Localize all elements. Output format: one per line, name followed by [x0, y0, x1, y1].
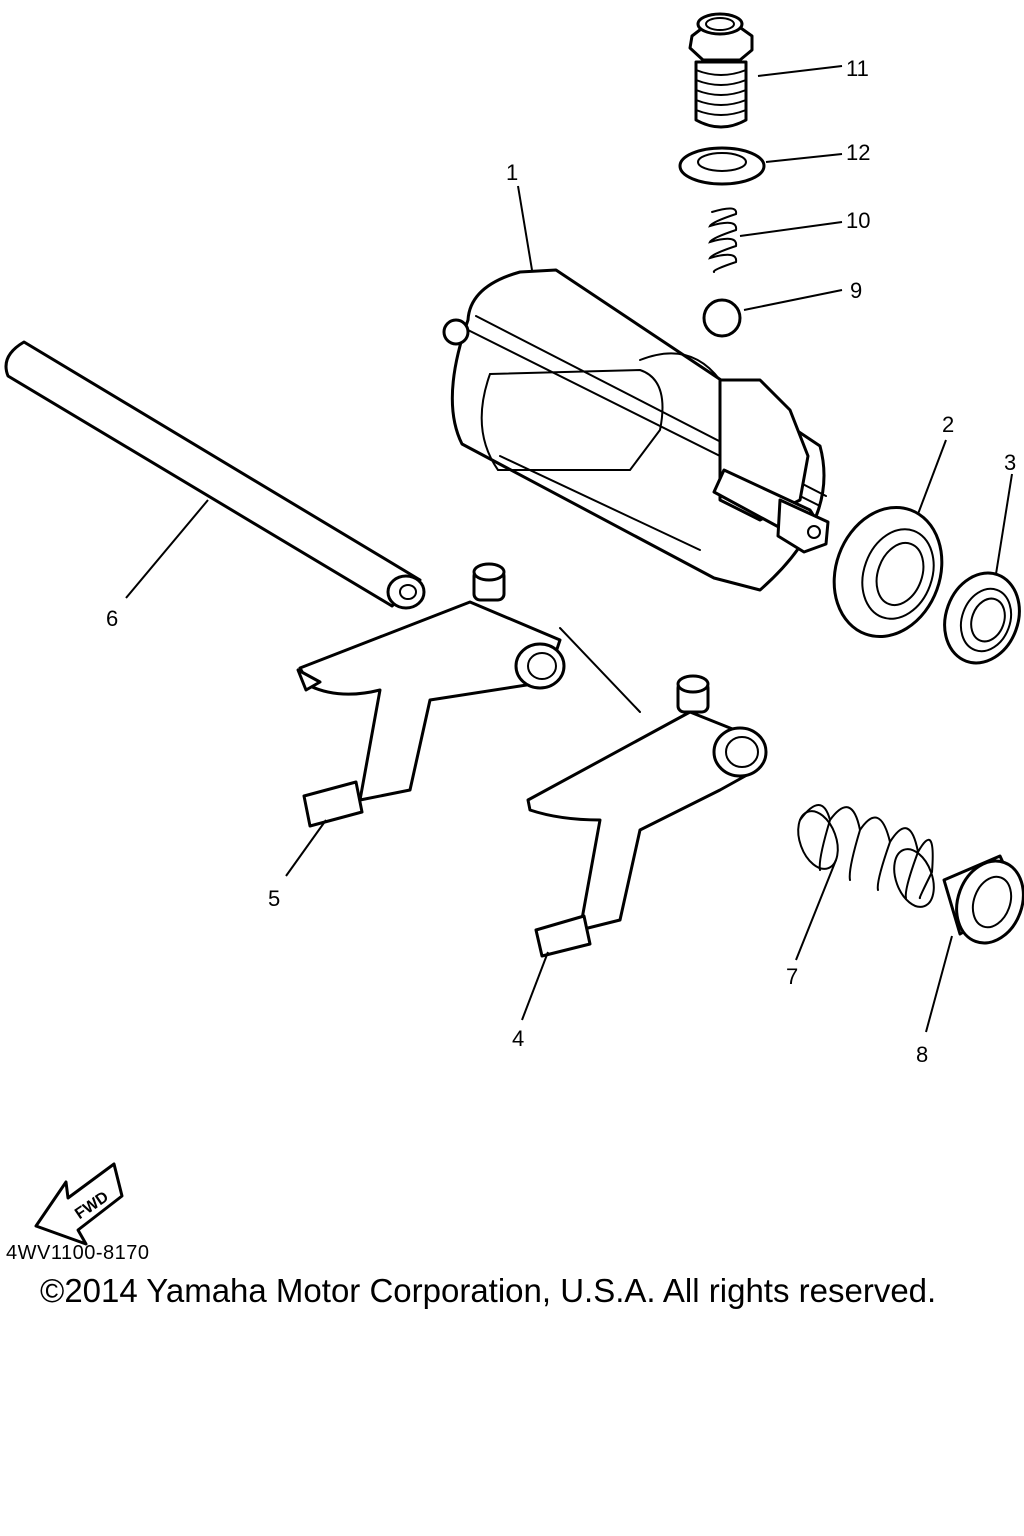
callout-6: 6: [106, 606, 118, 631]
callout-5: 5: [268, 886, 280, 911]
part-large-spring: [797, 804, 935, 908]
part-shift-fork-shaft: [4, 340, 426, 610]
callout-7: 7: [786, 964, 798, 989]
part-collar: [942, 854, 1024, 945]
callout-1: 1: [506, 160, 518, 185]
callout-4: 4: [512, 1026, 524, 1051]
catalog-number: 4WV1100-8170: [6, 1242, 150, 1264]
part-bolt: [688, 12, 754, 129]
part-shift-drum: [442, 268, 830, 592]
copyright-notice: ©2014 Yamaha Motor Corporation, U.S.A. A…: [40, 1272, 937, 1309]
callout-3: 3: [1004, 450, 1016, 475]
part-ball: [702, 298, 742, 338]
fwd-arrow-icon: FWD: [34, 1162, 124, 1246]
callout-2: 2: [942, 412, 954, 437]
callout-12: 12: [846, 140, 870, 165]
part-bearing-large: [832, 505, 944, 639]
part-small-spring: [708, 207, 738, 273]
part-bearing-small: [943, 571, 1021, 665]
callout-10: 10: [846, 208, 870, 233]
callout-9: 9: [850, 278, 862, 303]
part-washer: [678, 146, 766, 186]
part-shift-fork-lower: [526, 627, 768, 958]
leader-lines: [125, 65, 1013, 1033]
callout-numbers: 1 2 3 4 5 6 7 8 9 10 11 12: [106, 56, 1016, 1067]
part-shift-fork-upper: [296, 562, 566, 828]
callout-8: 8: [916, 1042, 928, 1067]
callout-11: 11: [846, 56, 869, 81]
